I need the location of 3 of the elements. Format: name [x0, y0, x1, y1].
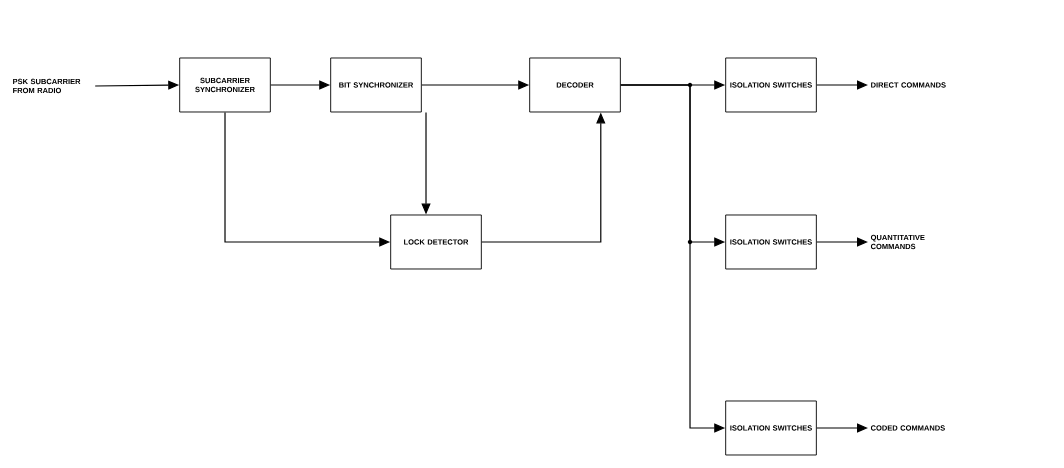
arrow — [816, 423, 868, 433]
arrow — [816, 237, 868, 247]
arrow — [816, 80, 868, 90]
